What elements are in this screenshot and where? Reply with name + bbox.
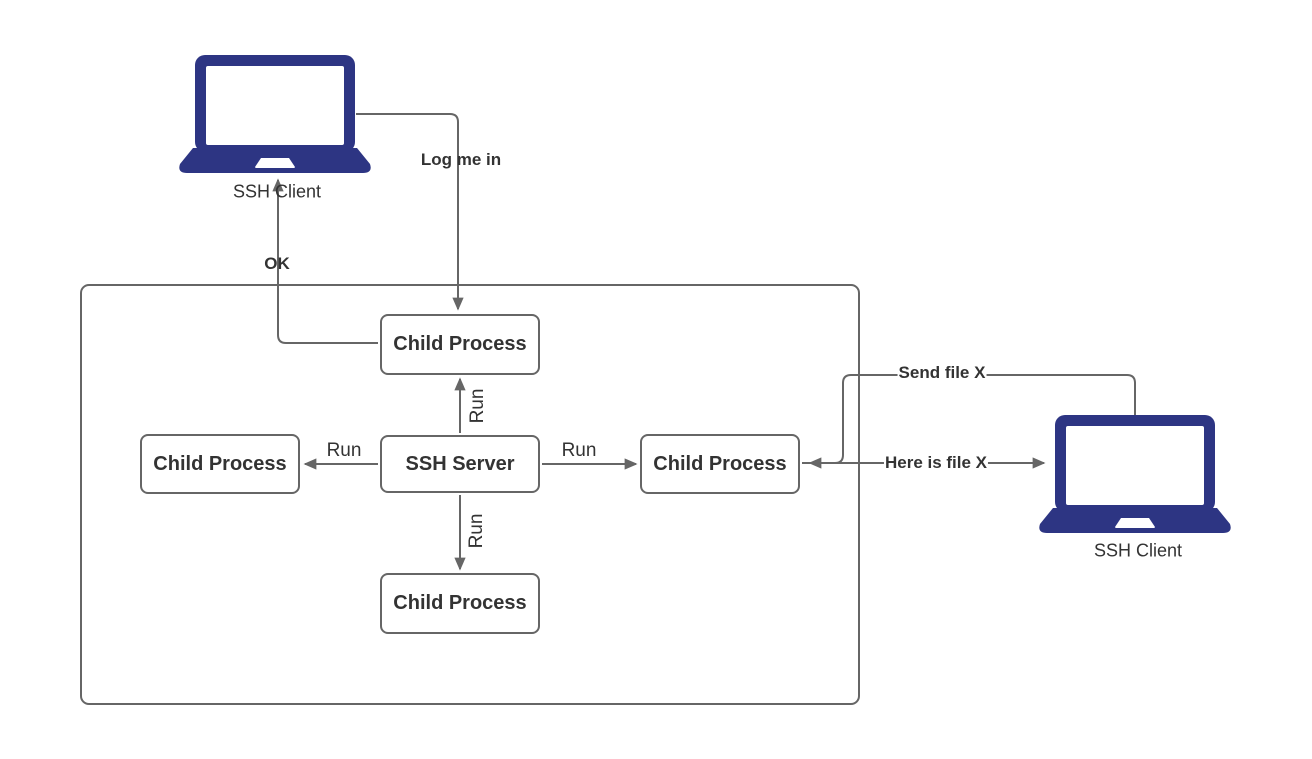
node-label: Child Process: [393, 592, 527, 614]
laptop-icon-client-right: [1039, 415, 1231, 533]
edge-ok: [272, 178, 378, 344]
edge-label-ok: OK: [264, 254, 290, 273]
node-label: Child Process: [153, 452, 287, 475]
edge-label-here-is-file-x: Here is file X: [883, 453, 989, 473]
edge-send-file-x: [808, 374, 1136, 469]
node-label: Child Process: [653, 452, 787, 475]
node-label: Child Process: [393, 333, 527, 355]
node-child-process-left: Child Process: [140, 434, 300, 494]
edge-label-run-left: Run: [326, 440, 362, 461]
edge-label-run-up: Run: [467, 388, 488, 424]
client-right-label: SSH Client: [1093, 540, 1183, 561]
node-ssh-server: SSH Server: [380, 435, 540, 493]
client-left-label: SSH Client: [232, 181, 322, 202]
edge-label-log-me-in: Log me in: [420, 150, 502, 169]
node-label: SSH Server: [405, 452, 515, 475]
edge-label-send-file-x: Send file X: [897, 363, 987, 383]
node-child-process-top: Child Process: [380, 314, 540, 375]
laptop-icon-client-left: [179, 55, 371, 173]
edge-log-me-in: [356, 113, 464, 311]
node-child-process-bottom: Child Process: [380, 573, 540, 634]
node-child-process-right: Child Process: [640, 434, 800, 494]
edge-label-run-right: Run: [561, 440, 597, 461]
server-host-boundary: [80, 284, 860, 705]
edge-label-run-down: Run: [466, 513, 487, 549]
